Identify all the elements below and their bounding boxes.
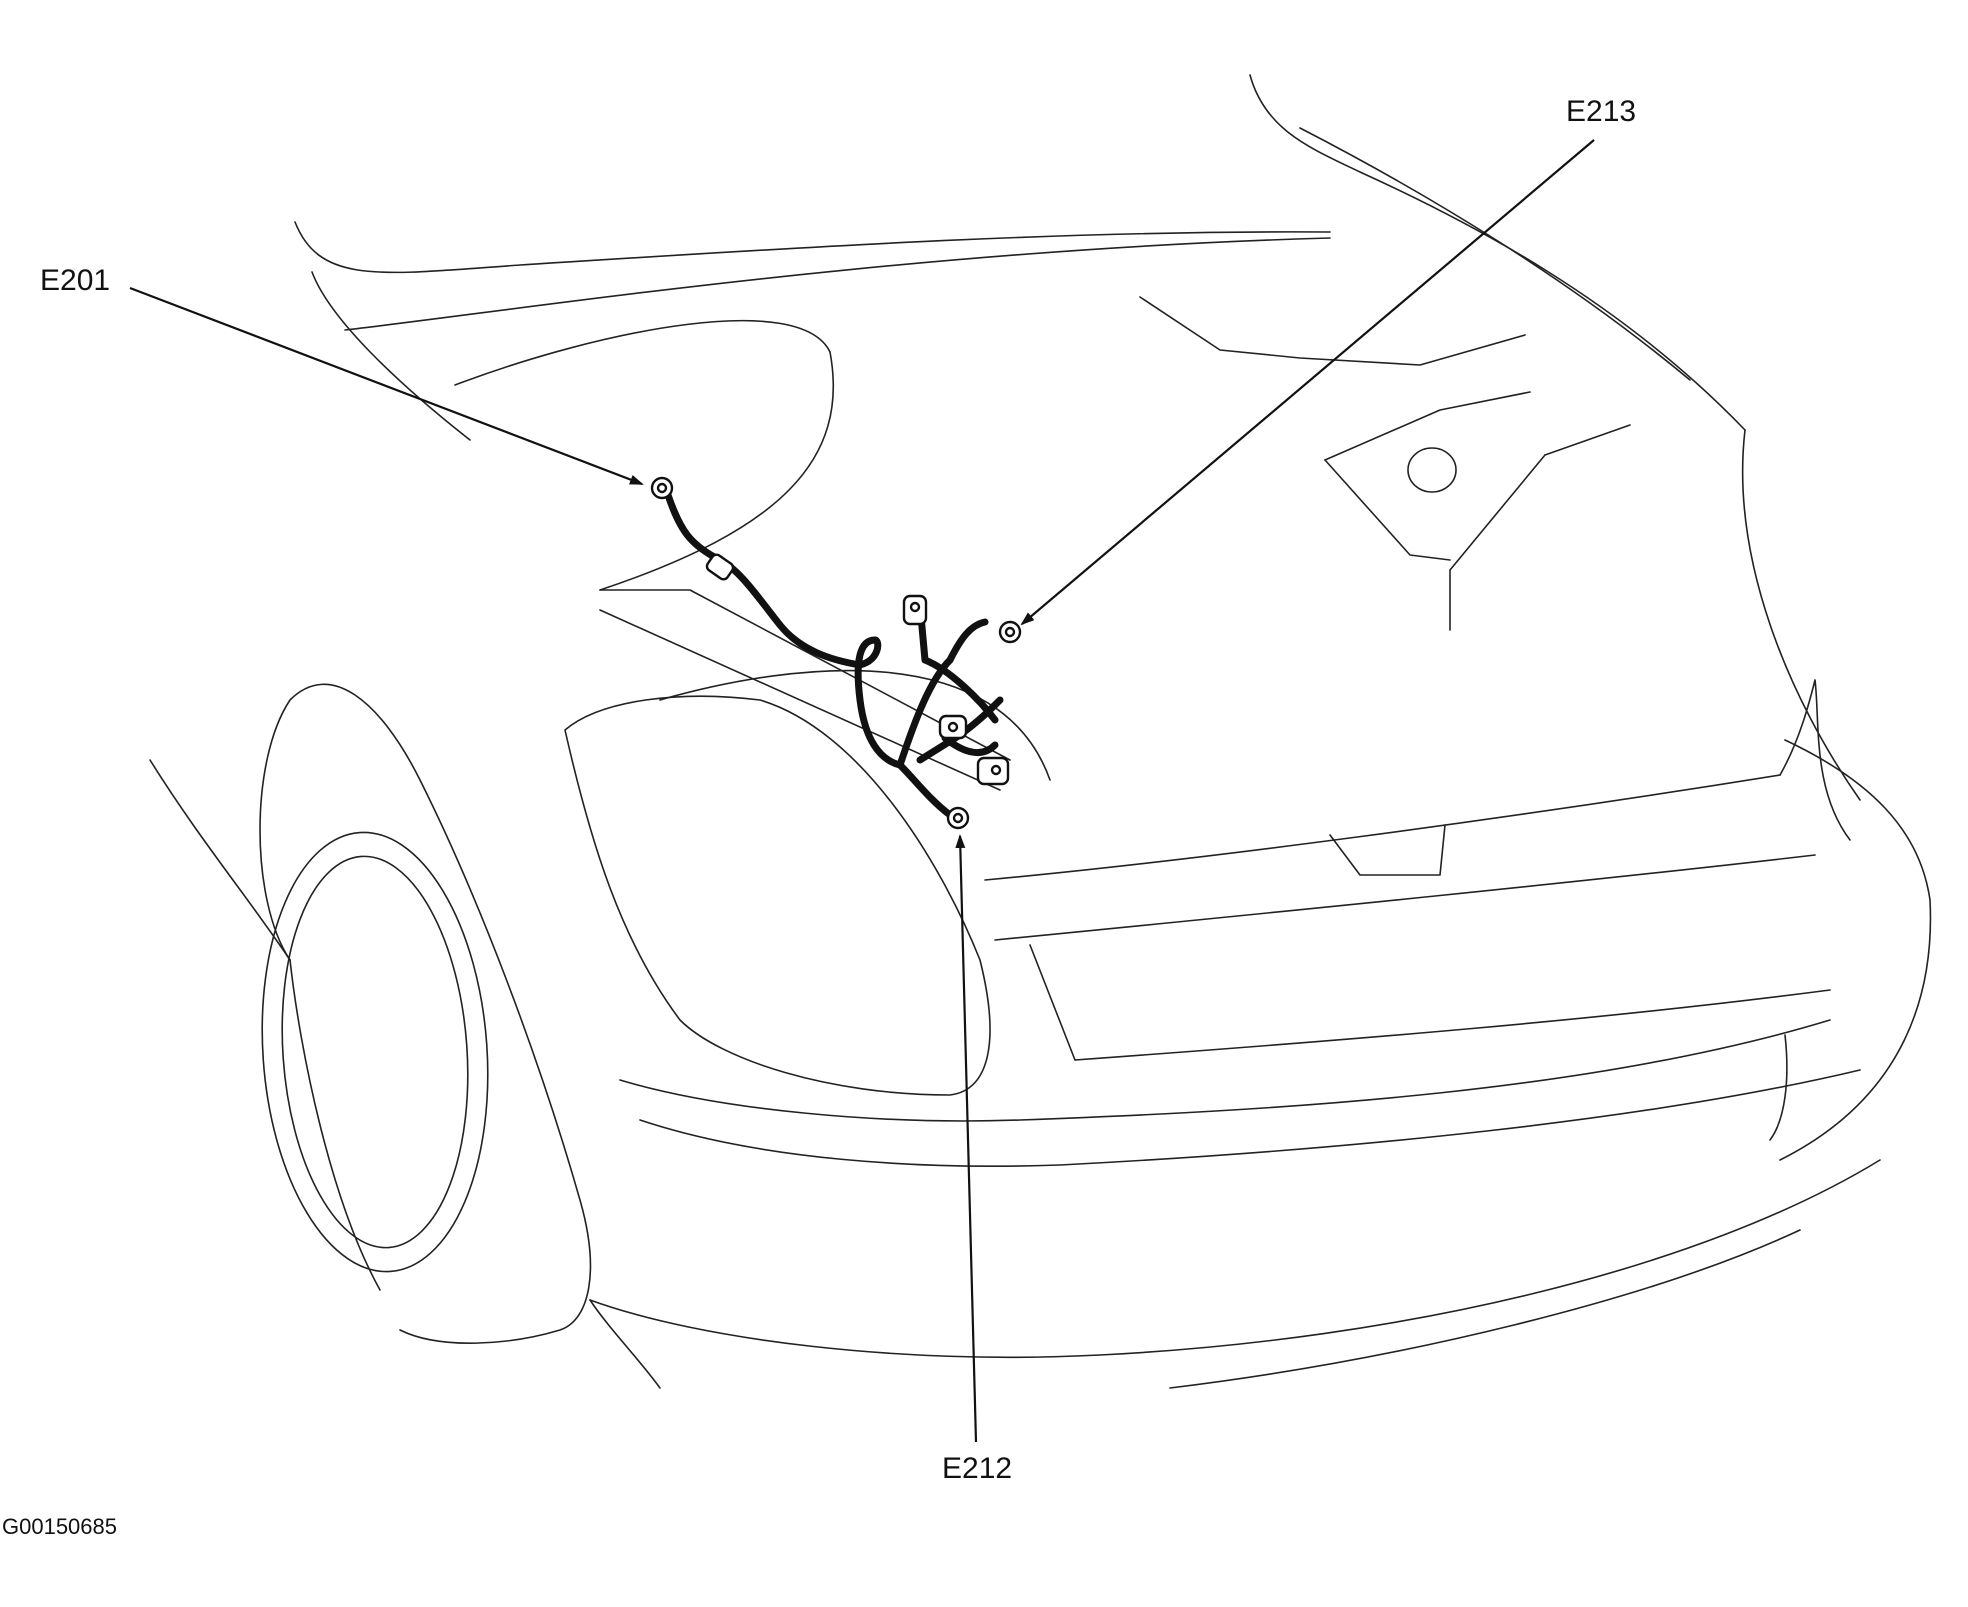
connector-inline: [705, 553, 735, 581]
callout-e201: E201: [40, 264, 111, 297]
leader-lines: [129, 139, 1595, 1443]
terminal-e213: [998, 620, 1022, 644]
callout-e212: E212: [942, 1452, 1013, 1485]
terminal-bracket-right: [976, 756, 1010, 786]
terminal-e201: [650, 476, 674, 500]
figure-id: G00150685: [2, 1514, 117, 1539]
terminal-bracket-mid: [938, 714, 968, 740]
ground-terminals: [650, 476, 1022, 830]
terminal-bracket-upper: [902, 594, 928, 626]
leader-e212: [955, 834, 978, 1443]
car-body-outline: [149, 74, 1932, 1389]
callout-e213: E213: [1566, 95, 1637, 128]
terminal-e212: [946, 806, 970, 830]
leader-e213: [1020, 139, 1595, 626]
leader-e201: [129, 286, 644, 486]
